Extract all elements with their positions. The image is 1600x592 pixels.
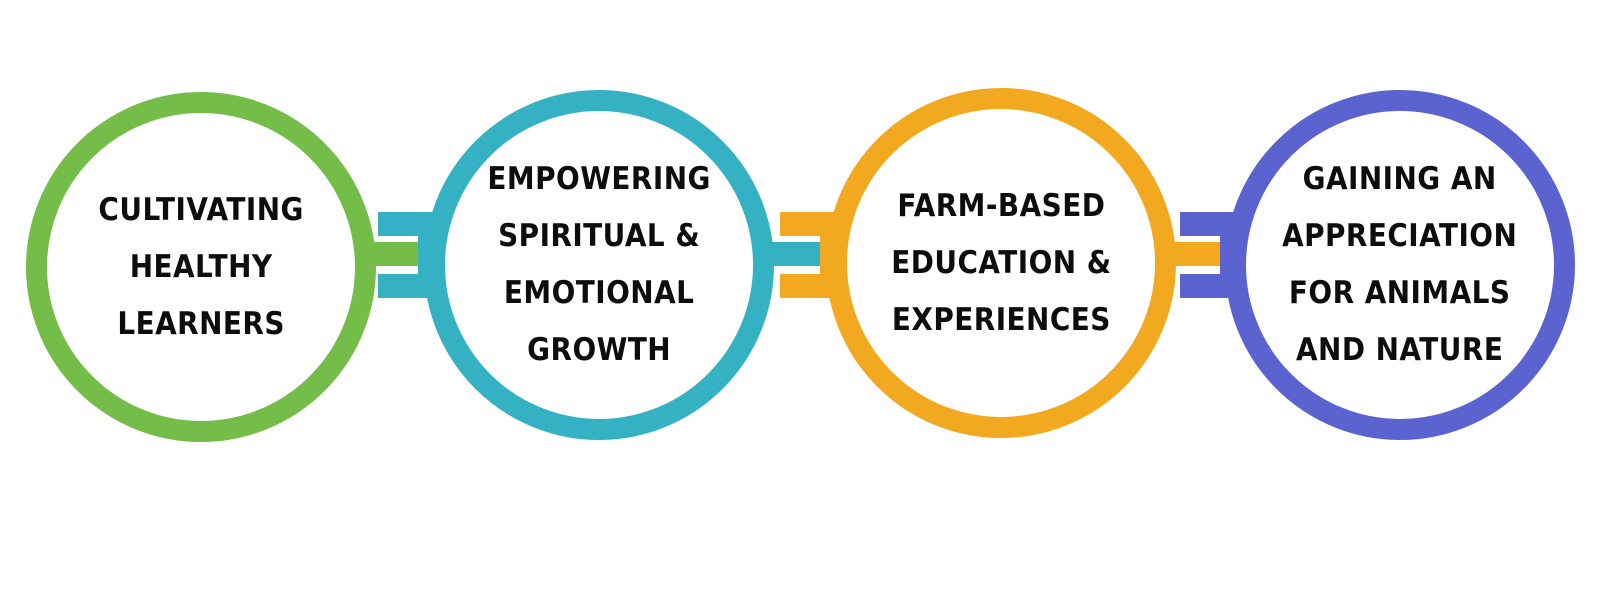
step-circle-appreciation-for-animals: GAINING AN APPRECIATION FOR ANIMALS AND … — [1225, 90, 1575, 440]
step-label: EMPOWERING SPIRITUAL & EMOTIONAL GROWTH — [487, 161, 711, 368]
step-label: CULTIVATING HEALTHY LEARNERS — [98, 191, 304, 342]
step-circle-farm-based-education: FARM-BASED EDUCATION & EXPERIENCES — [826, 88, 1176, 438]
step-circle-empowering-growth: EMPOWERING SPIRITUAL & EMOTIONAL GROWTH — [424, 90, 774, 440]
step-label: GAINING AN APPRECIATION FOR ANIMALS AND … — [1282, 161, 1518, 368]
step-label: FARM-BASED EDUCATION & EXPERIENCES — [890, 187, 1112, 338]
step-circle-cultivating-healthy-learners: CULTIVATING HEALTHY LEARNERS — [26, 92, 376, 442]
